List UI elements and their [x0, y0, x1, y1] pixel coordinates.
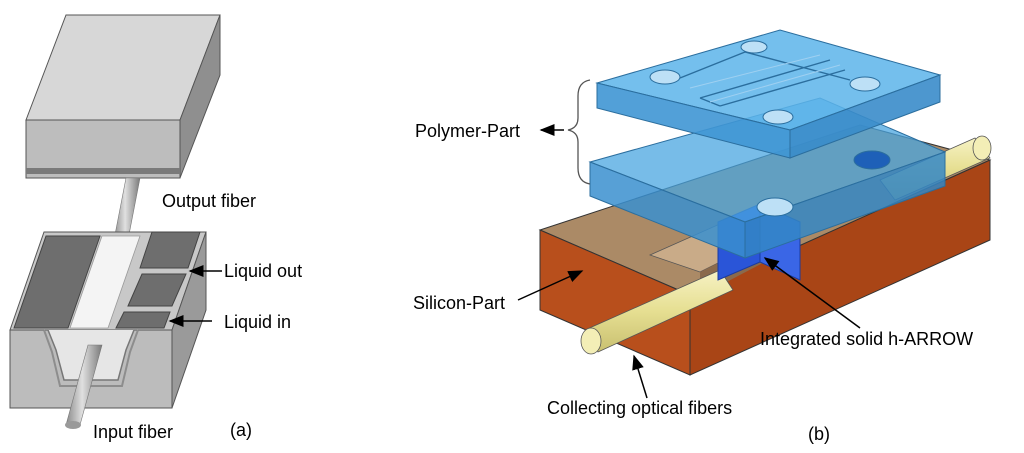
arrow-silicon-part: [517, 270, 584, 301]
label-input-fiber: Input fiber: [93, 422, 173, 442]
label-collecting-fibers: Collecting optical fibers: [547, 398, 732, 418]
panel-a: Output fiber Liquid out Liquid in Input …: [9, 14, 302, 442]
panel-b: Polymer-Part Silicon-Part Integrated sol…: [413, 29, 992, 444]
label-polymer-part: Polymer-Part: [415, 121, 520, 141]
output-block: [25, 14, 221, 179]
label-liquid-out: Liquid out: [224, 261, 302, 281]
label-integrated-arrow: Integrated solid h-ARROW: [760, 329, 973, 349]
arrow-integrated: [763, 257, 861, 329]
arrow-collecting-fibers: [632, 354, 648, 399]
label-output-fiber: Output fiber: [162, 191, 256, 211]
label-liquid-in: Liquid in: [224, 312, 291, 332]
collecting-fiber-front: [580, 269, 734, 355]
caption-a: (a): [230, 420, 252, 440]
input-fiber: [65, 344, 103, 429]
polymer-upper-layer: [595, 29, 942, 159]
caption-b: (b): [808, 424, 830, 444]
polymer-brace: [567, 79, 591, 185]
fluidic-chip: [9, 231, 207, 409]
label-silicon-part: Silicon-Part: [413, 293, 505, 313]
